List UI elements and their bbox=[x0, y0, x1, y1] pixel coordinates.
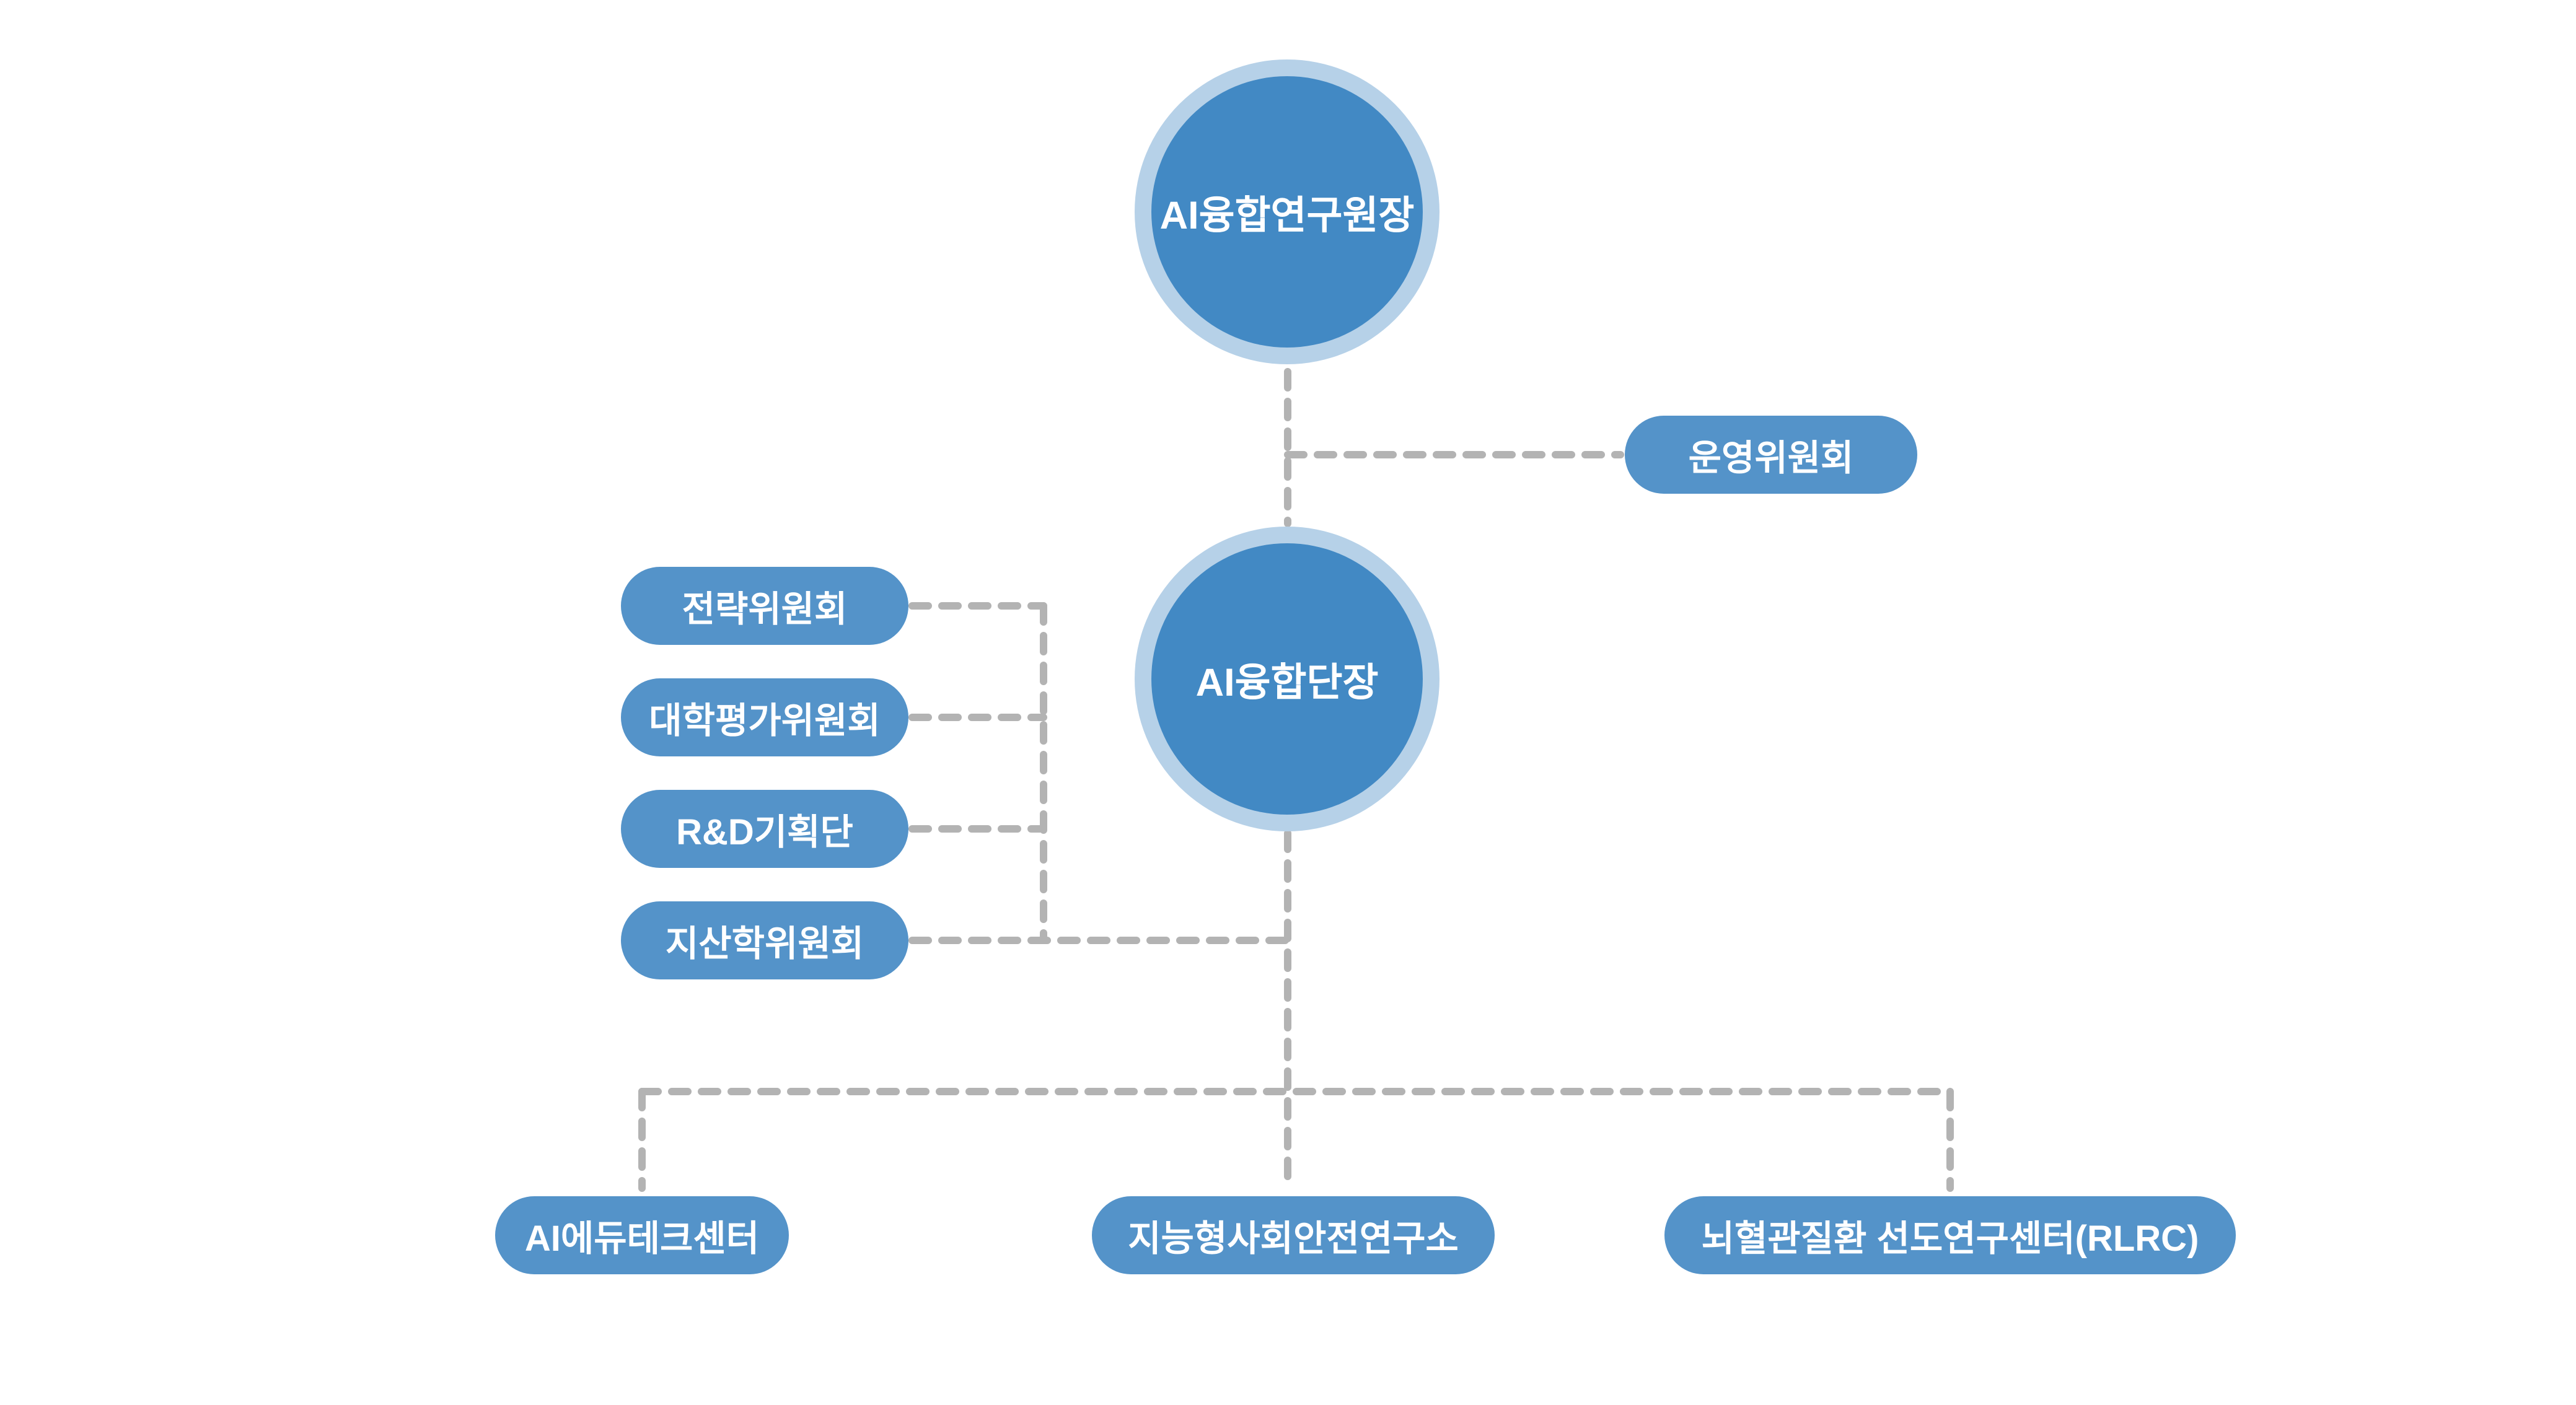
node-strategy-committee-label: 전략위원회 bbox=[682, 589, 848, 629]
node-ai-division-head-fill: AI융합단장 bbox=[1151, 543, 1423, 815]
node-intelligent-social-safety-institute: 지능형사회안전연구소 bbox=[1092, 1196, 1495, 1274]
node-cerebrovascular-rlrc-center: 뇌혈관질환 선도연구센터(RLRC) bbox=[1664, 1196, 2236, 1274]
node-university-evaluation-committee: 대학평가위원회 bbox=[621, 678, 908, 756]
node-ai-research-director-label: AI융합연구원장 bbox=[1159, 193, 1415, 237]
node-rnd-planning-group: R&D기획단 bbox=[621, 790, 908, 868]
node-ai-research-director: AI융합연구원장 bbox=[1135, 59, 1440, 364]
node-industry-academia-committee: 지산학위원회 bbox=[621, 901, 908, 979]
node-ai-edutech-center: AI에듀테크센터 bbox=[495, 1196, 789, 1274]
node-strategy-committee: 전략위원회 bbox=[621, 567, 908, 645]
node-operating-committee-label: 운영위원회 bbox=[1688, 438, 1854, 478]
node-ai-division-head: AI융합단장 bbox=[1135, 527, 1440, 831]
node-university-evaluation-committee-label: 대학평가위원회 bbox=[649, 701, 881, 741]
node-cerebrovascular-rlrc-center-label: 뇌혈관질환 선도연구센터(RLRC) bbox=[1701, 1219, 2199, 1259]
node-industry-academia-committee-label: 지산학위원회 bbox=[665, 924, 864, 964]
node-intelligent-social-safety-institute-label: 지능형사회안전연구소 bbox=[1128, 1219, 1459, 1259]
node-rnd-planning-group-label: R&D기획단 bbox=[676, 812, 853, 852]
node-ai-division-head-label: AI융합단장 bbox=[1195, 660, 1379, 704]
node-ai-research-director-fill: AI융합연구원장 bbox=[1151, 76, 1423, 348]
node-operating-committee: 운영위원회 bbox=[1625, 416, 1917, 494]
node-ai-edutech-center-label: AI에듀테크센터 bbox=[524, 1219, 760, 1259]
